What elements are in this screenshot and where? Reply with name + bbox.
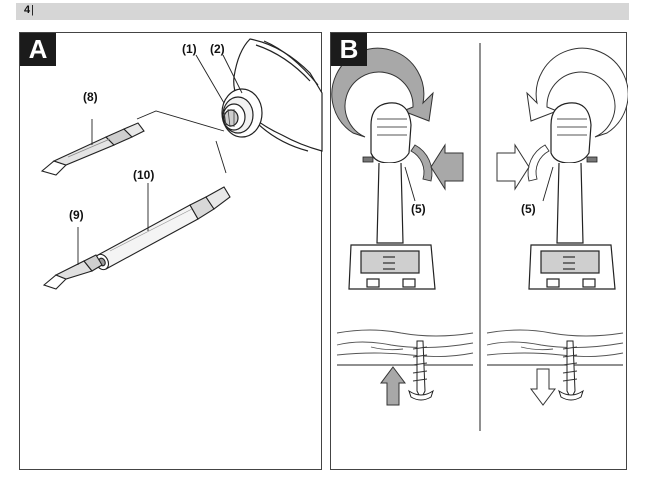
figure-b-illustration: (5) (5) xyxy=(331,43,628,431)
wood-board-left xyxy=(336,329,474,366)
drill-right xyxy=(528,102,616,290)
bit-holder-chuck xyxy=(221,88,263,138)
rotation-direction-arc-right xyxy=(527,144,550,182)
callout-1: (1) xyxy=(182,42,197,56)
assembly-line-lower xyxy=(215,140,227,174)
drill-left xyxy=(348,102,436,290)
wood-board-right xyxy=(486,329,624,366)
screwdriver-bit-9 xyxy=(42,254,103,290)
universal-bit-holder-10 xyxy=(94,186,231,271)
rotation-direction-arc-left xyxy=(410,144,433,182)
page-number: 4| xyxy=(24,4,34,16)
remove-arrow-down xyxy=(530,368,556,406)
callout-9: (9) xyxy=(69,208,84,222)
push-arrow-right xyxy=(496,143,530,191)
figure-a-panel: (1) (2) (8) (10) xyxy=(19,32,323,470)
figure-a-label: A xyxy=(20,33,56,66)
callout-2: (2) xyxy=(210,42,225,56)
leader-line-5-right xyxy=(542,166,554,202)
screwdriver-bit-8 xyxy=(40,122,145,176)
screw-left xyxy=(408,340,434,401)
rotation-arrow-clockwise xyxy=(331,47,434,138)
direction-switch-left xyxy=(362,156,374,163)
screw-right xyxy=(558,340,584,401)
figure-b-label: B xyxy=(331,33,367,66)
direction-switch-right xyxy=(586,156,598,163)
leader-line-5-left xyxy=(404,166,416,202)
rotation-arrow-counterclockwise xyxy=(526,47,628,138)
figure-a-illustration: (1) (2) (8) (10) xyxy=(40,38,323,290)
callout-10: (10) xyxy=(133,168,154,182)
insert-arrow-up xyxy=(380,366,406,406)
callout-8: (8) xyxy=(83,90,98,104)
figure-b-panel: (5) (5) xyxy=(330,32,628,470)
page-header: 4| xyxy=(16,3,629,20)
leader-line-1 xyxy=(195,54,225,104)
callout-5-right: (5) xyxy=(521,202,536,216)
leader-line-2 xyxy=(222,54,243,94)
assembly-line-upper xyxy=(136,110,225,132)
push-arrow-left xyxy=(430,143,464,191)
callout-5-left: (5) xyxy=(411,202,426,216)
